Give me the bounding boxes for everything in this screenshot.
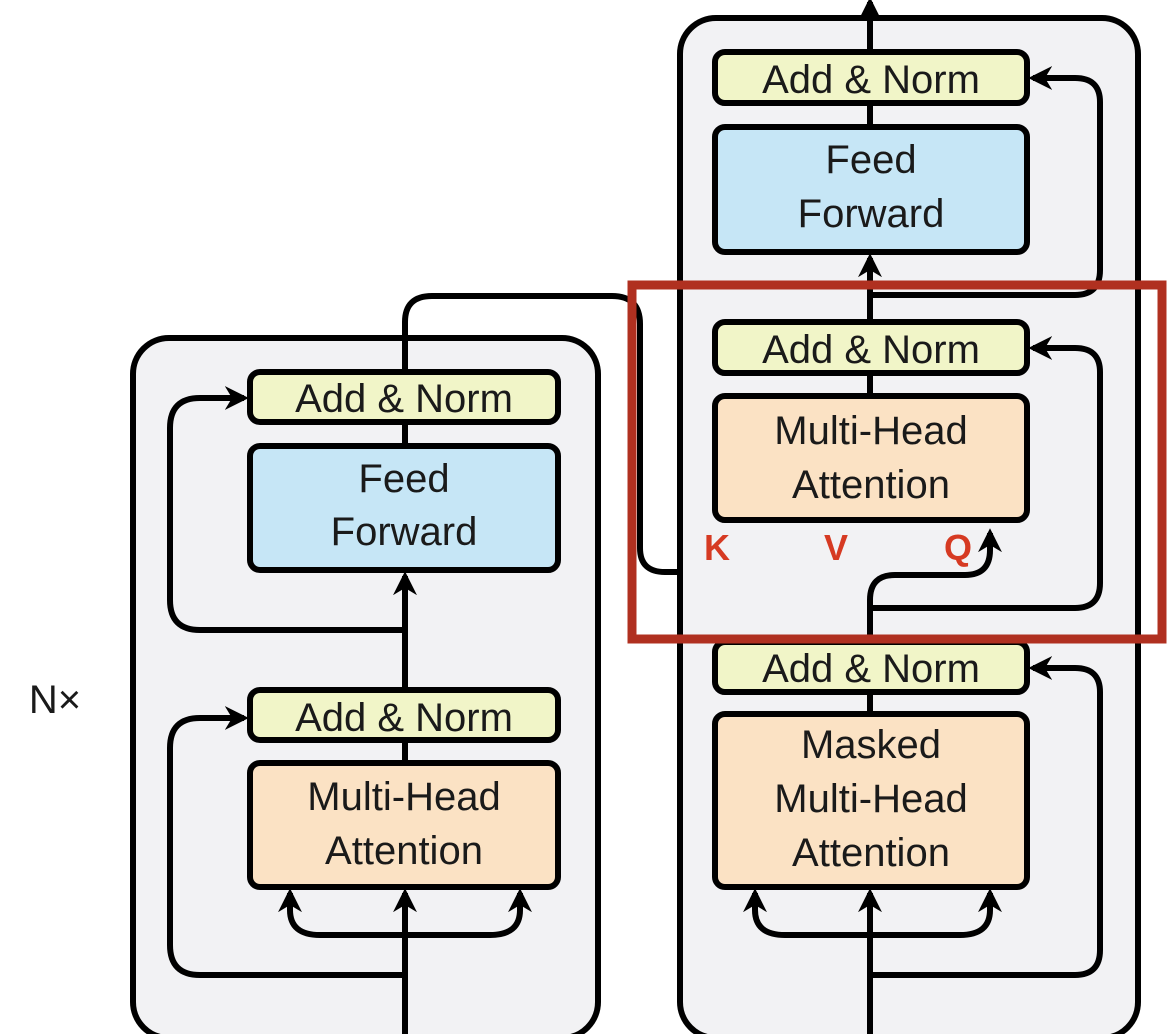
- encoder-feed-forward: [247, 443, 561, 573]
- decoder-add-norm-middle: [712, 319, 1030, 376]
- decoder-masked-label-3: Attention: [792, 831, 950, 875]
- decoder-add-norm-bottom-label: Add & Norm: [762, 647, 980, 691]
- decoder-masked-label-2: Multi-Head: [774, 777, 967, 821]
- decoder-masked-attention: [712, 711, 1030, 890]
- highlight-box: [627, 280, 1167, 644]
- encoder-ff-label-1: Feed: [358, 457, 449, 501]
- encoder-add-norm-bottom-label: Add & Norm: [295, 696, 513, 740]
- encoder-mha-label-1: Multi-Head: [307, 775, 500, 819]
- decoder-cross-attention: [712, 393, 1030, 523]
- decoder-residual-3: [870, 66, 1103, 298]
- q-label: Q: [944, 527, 972, 568]
- encoder-multi-head-attention: [247, 760, 561, 890]
- decoder-ff-label-1: Feed: [825, 138, 916, 182]
- decoder-add-norm-top: [712, 49, 1030, 106]
- decoder-residual-1: [870, 656, 1103, 978]
- decoder-cross-attention-label-2: Attention: [792, 463, 950, 507]
- decoder-layer: Add & Norm Feed Forward Add & Norm Multi…: [677, 0, 1141, 1034]
- decoder-add-norm-top-label: Add & Norm: [762, 58, 980, 102]
- encoder-mha-label-2: Attention: [325, 829, 483, 873]
- decoder-residual-2: [870, 336, 1103, 611]
- decoder-ff-label-2: Forward: [798, 192, 945, 236]
- encoder-background: [130, 335, 601, 1034]
- encoder-branch-left: [278, 888, 405, 938]
- decoder-cross-attention-label-1: Multi-Head: [774, 409, 967, 453]
- k-label: K: [704, 527, 730, 568]
- decoder-masked-label-1: Masked: [801, 723, 941, 767]
- decoder-add-norm-middle-label: Add & Norm: [762, 328, 980, 372]
- encoder-ff-label-2: Forward: [331, 510, 478, 554]
- decoder-feed-forward: [712, 124, 1030, 255]
- encoder-add-norm-top-label: Add & Norm: [295, 377, 513, 421]
- decoder-branch-left: [743, 888, 870, 938]
- decoder-to-q: [867, 528, 1002, 642]
- repeat-label: N×: [29, 678, 81, 722]
- decoder-branch-right: [870, 888, 1002, 938]
- encoder-branch-right: [405, 888, 532, 938]
- encoder-residual-2: [167, 386, 405, 633]
- encoder-add-norm-bottom: [247, 687, 561, 743]
- v-label: V: [824, 527, 848, 568]
- encoder-residual-1: [167, 706, 405, 978]
- encoder-add-norm-top: [247, 369, 561, 425]
